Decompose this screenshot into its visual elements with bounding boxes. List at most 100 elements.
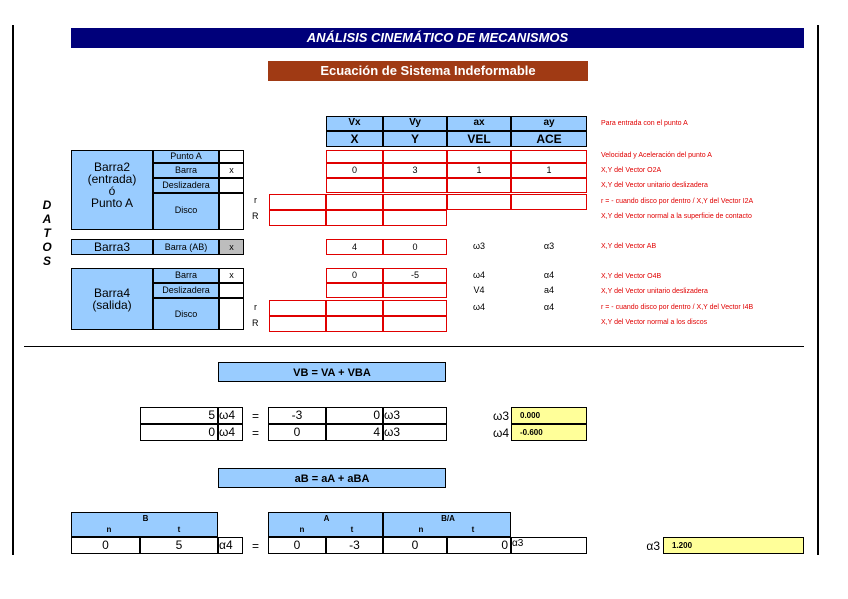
accel-res-label: α3 xyxy=(646,539,660,553)
barra4-disco-alpha: α4 xyxy=(543,302,555,312)
barra2-check-barra[interactable]: x xyxy=(219,163,244,178)
barra4-desl-x[interactable] xyxy=(326,283,383,298)
barra2-desl-x[interactable] xyxy=(326,178,383,193)
accel-bvar: α3 xyxy=(511,537,587,554)
barra3-note: X,Y del Vector AB xyxy=(601,243,657,250)
barra2-disco-r-label: r xyxy=(254,195,257,205)
barra4-desl-v4: V4 xyxy=(473,285,485,295)
accel-header-A-label: A xyxy=(323,514,330,523)
col-header-y: Y xyxy=(383,131,447,147)
accel-header-BA-n: n xyxy=(418,525,424,534)
barra2-disco-R-y[interactable] xyxy=(383,210,447,226)
barra2-check-punto-a[interactable] xyxy=(219,150,244,163)
barra2-desl-y[interactable] xyxy=(383,178,447,193)
accel-header-A: A n t xyxy=(268,512,383,537)
vel-row2-res-label: ω4 xyxy=(492,426,509,440)
barra4-note-disco-R: X,Y del Vector normal a los discos xyxy=(601,319,708,326)
barra4-disco-r-y[interactable] xyxy=(383,300,447,316)
barra4-disco-R-x[interactable] xyxy=(326,316,383,332)
barra2-desl-ace[interactable] xyxy=(511,178,587,193)
barra2-disco-r-ace[interactable] xyxy=(511,194,587,210)
accel-header-A-n: n xyxy=(299,525,305,534)
barra2-check-disco[interactable] xyxy=(219,193,244,230)
vel-row2-coef[interactable]: 0 xyxy=(140,424,218,441)
barra3-check[interactable]: x xyxy=(219,239,244,255)
barra2-barra-vel[interactable]: 1 xyxy=(447,163,511,178)
barra2-disco-r-y[interactable] xyxy=(383,194,447,210)
barra4-disco-R-y[interactable] xyxy=(383,316,447,332)
barra2-disco-r-x[interactable] xyxy=(326,194,383,210)
accel-header-A-t: t xyxy=(350,525,354,534)
accel-header-BA-t: t xyxy=(471,525,475,534)
accel-Bn[interactable]: 0 xyxy=(71,537,140,554)
barra2-disco-R-x[interactable] xyxy=(326,210,383,226)
barra4-desl-y[interactable] xyxy=(383,283,447,298)
accel-An[interactable]: 0 xyxy=(268,537,326,554)
barra2-punto-a-vel[interactable] xyxy=(447,150,511,163)
accel-BAt[interactable]: 0 xyxy=(447,537,511,554)
barra4-disco-r-x[interactable] xyxy=(326,300,383,316)
barra2-row-punto-a: Punto A xyxy=(153,150,219,163)
barra2-row-deslizadera: Deslizadera xyxy=(153,178,219,193)
barra2-barra-y[interactable]: 3 xyxy=(383,163,447,178)
barra3-y[interactable]: 0 xyxy=(383,239,447,255)
barra2-barra-ace[interactable]: 1 xyxy=(511,163,587,178)
barra2-punto-a-y[interactable] xyxy=(383,150,447,163)
accel-header-B: B n t xyxy=(71,512,218,537)
barra4-barra-y[interactable]: -5 xyxy=(383,268,447,283)
col-header-ax: ax xyxy=(447,116,511,131)
vel-row1-coef[interactable]: 5 xyxy=(140,407,218,424)
col-header-ay: ay xyxy=(511,116,587,131)
col-header-vy: Vy xyxy=(383,116,447,131)
barra4-check-disco[interactable] xyxy=(219,298,244,330)
accel-var: α4 xyxy=(218,537,243,554)
vel-result-omega4: -0.600 xyxy=(511,424,587,441)
barra4-check-deslizadera[interactable] xyxy=(219,283,244,298)
vel-row2-b[interactable]: 4 xyxy=(326,424,383,441)
vel-row1-var: ω4 xyxy=(218,407,243,424)
acceleration-equation: aB = aA + aBA xyxy=(218,468,446,488)
barra4-disco-r-label: r xyxy=(254,302,257,312)
barra3-omega: ω3 xyxy=(472,241,486,251)
vel-row2-a[interactable]: 0 xyxy=(268,424,326,441)
barra4-desl-a4: a4 xyxy=(543,285,554,295)
barra2-note-disco-r: r = - cuando disco por dentro / X,Y del … xyxy=(601,198,754,205)
col-header-vel: VEL xyxy=(447,131,511,147)
barra2-disco-r-vel[interactable] xyxy=(447,194,511,210)
vel-row1-b[interactable]: 0 xyxy=(326,407,383,424)
barra4-row-disco: Disco xyxy=(153,298,219,330)
col-header-vx: Vx xyxy=(326,116,383,131)
barra3-label: Barra3 xyxy=(71,239,153,255)
barra4-disco-R-extra[interactable] xyxy=(269,316,326,332)
barra4-disco-r-extra[interactable] xyxy=(269,300,326,316)
barra4-row-barra: Barra xyxy=(153,268,219,283)
vel-row1-res-label: ω3 xyxy=(492,409,509,423)
accel-header-BA: B/A n t xyxy=(383,512,511,537)
accel-Bt[interactable]: 5 xyxy=(140,537,218,554)
barra4-check-barra[interactable]: x xyxy=(219,268,244,283)
col-header-x: X xyxy=(326,131,383,147)
vel-row2-eq: = xyxy=(251,426,259,440)
barra2-check-deslizadera[interactable] xyxy=(219,178,244,193)
barra2-punto-a-ace[interactable] xyxy=(511,150,587,163)
vel-row1-a[interactable]: -3 xyxy=(268,407,326,424)
barra2-disco-r-extra[interactable] xyxy=(269,194,326,210)
velocity-equation: VB = VA + VBA xyxy=(218,362,446,382)
barra4-row-deslizadera: Deslizadera xyxy=(153,283,219,298)
barra2-punto-a-x[interactable] xyxy=(326,150,383,163)
barra2-disco-R-extra[interactable] xyxy=(269,210,326,226)
vel-row1-eq: = xyxy=(251,409,259,423)
accel-BAn[interactable]: 0 xyxy=(383,537,447,554)
barra4-barra-omega: ω4 xyxy=(472,270,486,280)
barra4-label: Barra4 (salida) xyxy=(71,268,153,330)
barra2-barra-x[interactable]: 0 xyxy=(326,163,383,178)
barra3-row-barra-ab: Barra (AB) xyxy=(153,239,219,255)
barra4-disco-R-label: R xyxy=(252,318,259,328)
accel-At[interactable]: -3 xyxy=(326,537,383,554)
barra4-barra-x[interactable]: 0 xyxy=(326,268,383,283)
col-header-ace: ACE xyxy=(511,131,587,147)
barra2-desl-vel[interactable] xyxy=(447,178,511,193)
page-title: ANÁLISIS CINEMÁTICO DE MECANISMOS xyxy=(71,28,804,48)
header-note: Para entrada con el punto A xyxy=(601,120,688,127)
barra3-x[interactable]: 4 xyxy=(326,239,383,255)
